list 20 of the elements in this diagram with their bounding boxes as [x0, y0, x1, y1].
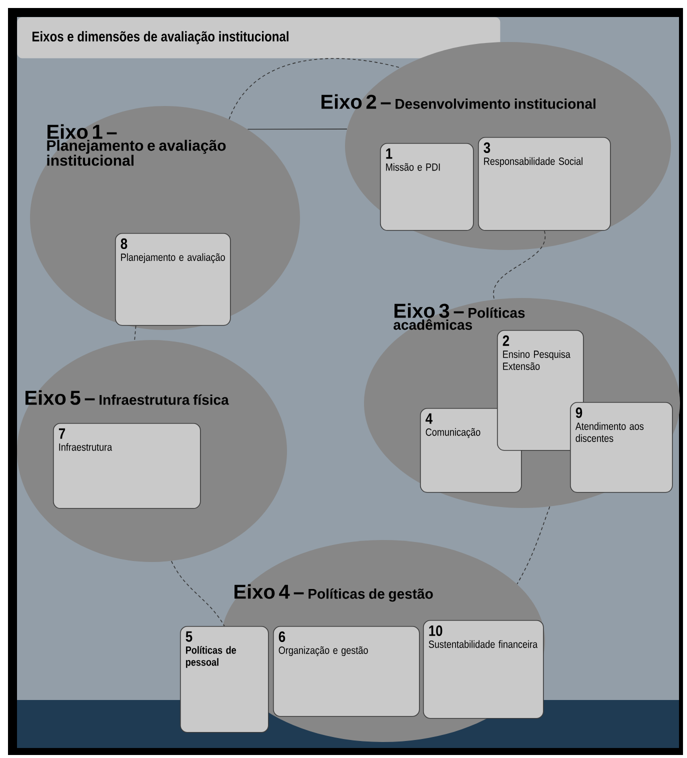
title-bar: Eixos e dimensões de avaliação institucional: [17, 17, 500, 58]
dimension-card: 3 Responsabilidade Social: [478, 137, 611, 231]
dimension-card: 6 Organização e gestão: [273, 626, 420, 717]
connector-line: [171, 560, 225, 626]
connector-line: [134, 325, 136, 342]
dimension-card: 7 Infraestrutura: [53, 423, 201, 509]
heading: Eixo 5 – Infraestrutura física: [26, 390, 229, 405]
connector-line: [493, 230, 546, 300]
dimension-card: 5 Políticas de pessoal: [180, 626, 269, 733]
dimension-card: 1 Missão e PDI: [380, 143, 474, 231]
heading: Eixo 2 – Desenvolvimento institucional: [322, 94, 596, 109]
connector-line: [247, 128, 348, 130]
heading: Eixo 1 – Planejamento e avaliação institucional: [47, 124, 226, 166]
dimension-card: 10 Sustentabilidade financeira: [423, 620, 544, 719]
dimension-card: 9 Atendimento aos discentes: [570, 402, 673, 493]
heading: Eixo 4 – Políticas de gestão: [234, 584, 433, 602]
heading: Eixo 3 – Políticas acadêmicas: [394, 303, 525, 330]
connector-line: [516, 506, 550, 584]
connector-line: [228, 58, 401, 120]
dimension-card: 8 Planejamento e avaliação: [115, 233, 231, 326]
